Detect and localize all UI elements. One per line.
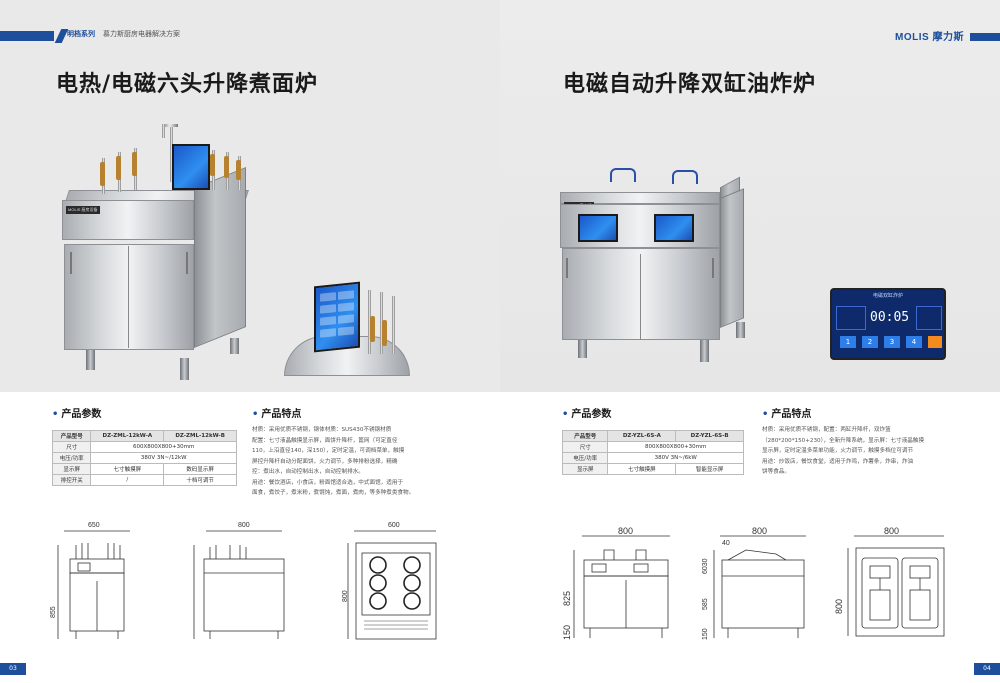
spec-header: 产品型号 — [51, 430, 92, 442]
dim-side-150: 150 — [702, 628, 709, 640]
spec-row-label: 电压/功率 — [51, 452, 92, 464]
spec-cell: 七寸触摸屏 — [90, 463, 165, 475]
inset-button-2: 2 — [862, 336, 878, 348]
dim-side-585: 585 — [702, 598, 709, 610]
series-label: 明档系列 — [67, 30, 95, 38]
series-subtitle: 慕力斯厨房电器解决方案 — [103, 30, 180, 38]
params-heading: •产品参数 — [562, 409, 612, 420]
spec-cell: 七寸触摸屏 — [607, 463, 677, 475]
dim-side-depth: 800 — [752, 526, 768, 536]
spec-header: DZ-ZML-12kW-B — [163, 430, 237, 442]
features-heading: •产品特点 — [762, 409, 812, 420]
spec-row-label: 尺寸 — [561, 441, 609, 453]
dim-side-40: 40 — [722, 540, 730, 547]
dim-front-width: 650 — [88, 522, 100, 529]
params-heading: •产品参数 — [52, 409, 102, 420]
machine-plate: MOLIS 厨房设备 — [66, 206, 100, 214]
product-title: 电热/电磁六头升降煮面炉 — [56, 72, 319, 97]
spec-cell: 十档可调节 — [163, 474, 237, 486]
front-view-drawing — [57, 530, 130, 639]
spec-header: 产品型号 — [561, 430, 609, 442]
dim-top-width: 800 — [884, 526, 900, 536]
top-view-drawing — [347, 530, 437, 640]
fryer-image: MOLIS 摩力斯 — [560, 168, 750, 368]
dim-front-height: 855 — [50, 606, 57, 618]
spec-table: 产品型号 DZ-ZML-12kW-A DZ-ZML-12kW-B 尺寸 600X… — [51, 430, 237, 486]
spec-cell: 智能显示屏 — [675, 463, 744, 475]
inset-button-3: 3 — [884, 336, 900, 348]
spec-cell: 380V 3N~/6kW — [607, 452, 744, 464]
right-screen — [654, 214, 694, 242]
features-heading: •产品特点 — [252, 409, 302, 420]
brand-bar — [970, 33, 1000, 41]
dim-front-height: 825 — [562, 590, 572, 606]
front-view-drawing — [573, 535, 670, 638]
spec-table: 产品型号 DZ-YZL-6S-A DZ-YZL-6S-B 尺寸 800X800X… — [561, 430, 744, 475]
page-number: 04 — [974, 663, 1000, 675]
dim-side-depth: 800 — [238, 522, 250, 529]
spec-cell: 600X800X800+30mm — [90, 441, 237, 453]
dim-front-leg: 150 — [562, 624, 572, 640]
dim-top-depth: 800 — [342, 590, 349, 602]
spec-row-label: 尺寸 — [51, 441, 92, 453]
noodle-cooker-closeup — [284, 276, 410, 388]
inset-timer: 00:05 — [870, 310, 910, 325]
spec-row-label: 显示屏 — [51, 463, 92, 475]
page-number: 03 — [0, 663, 26, 675]
spec-cell: 800X800X800+30mm — [607, 441, 744, 453]
spec-header: DZ-YZL-6S-B — [675, 430, 744, 442]
side-view-drawing — [193, 530, 285, 639]
noodle-cooker-image: MOLIS 厨房设备 — [62, 118, 252, 388]
brand-logo: MOLIS 摩力斯 — [895, 32, 964, 43]
inset-button-4: 4 — [906, 336, 922, 348]
dim-front-width: 800 — [618, 526, 634, 536]
dim-side-6030: 6030 — [702, 558, 709, 574]
control-screen — [172, 144, 210, 190]
header-bar — [0, 31, 54, 41]
spec-row-label: 显示屏 — [561, 463, 609, 475]
spec-cell: 380V 3N~/12kW — [90, 452, 237, 464]
dim-top-depth: 800 — [834, 598, 844, 614]
spec-row-label: 排控开关 — [51, 474, 92, 486]
spec-row-label: 电压/功率 — [561, 452, 609, 464]
left-screen — [578, 214, 618, 242]
spec-cell: / — [90, 474, 165, 486]
right-page: MOLIS 摩力斯 电磁自动升降双缸油炸炉 MOLIS 摩力斯 电磁双缸炸炉 0… — [500, 0, 1000, 683]
product-title: 电磁自动升降双缸油炸炉 — [563, 72, 817, 97]
spec-header: DZ-YZL-6S-A — [607, 430, 677, 442]
inset-button-1: 1 — [840, 336, 856, 348]
spec-header: DZ-ZML-12kW-A — [90, 430, 165, 442]
spec-cell: 数码显示屏 — [163, 463, 237, 475]
side-view-drawing — [713, 535, 806, 638]
left-page: 明档系列 慕力斯厨房电器解决方案 电热/电磁六头升降煮面炉 MOLIS 厨房设备 — [0, 0, 500, 675]
inset-title: 电磁双缸炸炉 — [872, 293, 903, 299]
features-text: 材质：采用优质不锈钢，配置：两缸升降杆，双炸篮 （280*200*150+230… — [762, 427, 925, 475]
dim-top-width: 600 — [388, 522, 400, 529]
top-view-drawing — [847, 535, 945, 637]
fryer-control-panel: 电磁双缸炸炉 00:05 1 2 3 4 — [830, 288, 946, 360]
features-text: 材质：采用优质不锈钢，钢体材质：SUS430不锈钢材质 配置：七寸液晶触摸显示屏… — [252, 427, 415, 496]
